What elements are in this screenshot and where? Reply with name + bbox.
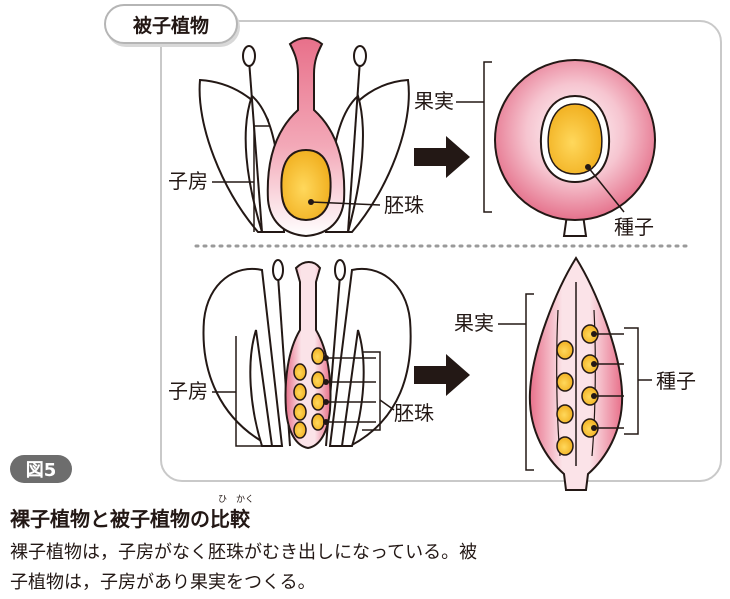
top-ovary-label: 子房 [168,169,208,193]
bottom-seed-label: 種子 [656,369,696,393]
top-fruit [494,59,656,237]
figure-caption: 裸子植物は，子房がなく胚珠がむき出しになっている。被 子植物は，子房があり果実を… [10,538,710,598]
caption-line-2: 子植物は，子房があり果実をつくる。 [10,572,316,593]
top-flower [198,37,410,238]
top-ovule-label: 胚珠 [384,193,424,217]
angiosperm-tab-label: 被子植物 [104,4,238,44]
ruby-hi: ひ [218,495,228,505]
bottom-ovules [293,347,325,439]
bottom-ovary-label: 子房 [168,379,208,403]
figure-number-badge: 図5 [10,455,72,483]
bottom-arrow-icon [414,354,470,396]
bottom-fruit [528,256,624,491]
bottom-seeds [556,324,599,456]
top-arrow-icon [414,136,470,178]
bottom-fruit-label: 果実 [454,311,494,335]
bottom-ovule-label: 胚珠 [394,401,434,425]
ruby-kaku: かく [236,495,255,505]
figure-title: 裸子植物と被子植物の比較 ひ かく [10,495,254,532]
top-ovule [280,148,332,222]
top-seed-label: 種子 [614,215,654,239]
caption-line-1: 裸子植物は，子房がなく胚珠がむき出しになっている。被 [10,542,478,563]
top-fruit-label: 果実 [414,89,454,113]
figure-title-text: 裸子植物と被子植物の比較 [10,507,250,531]
